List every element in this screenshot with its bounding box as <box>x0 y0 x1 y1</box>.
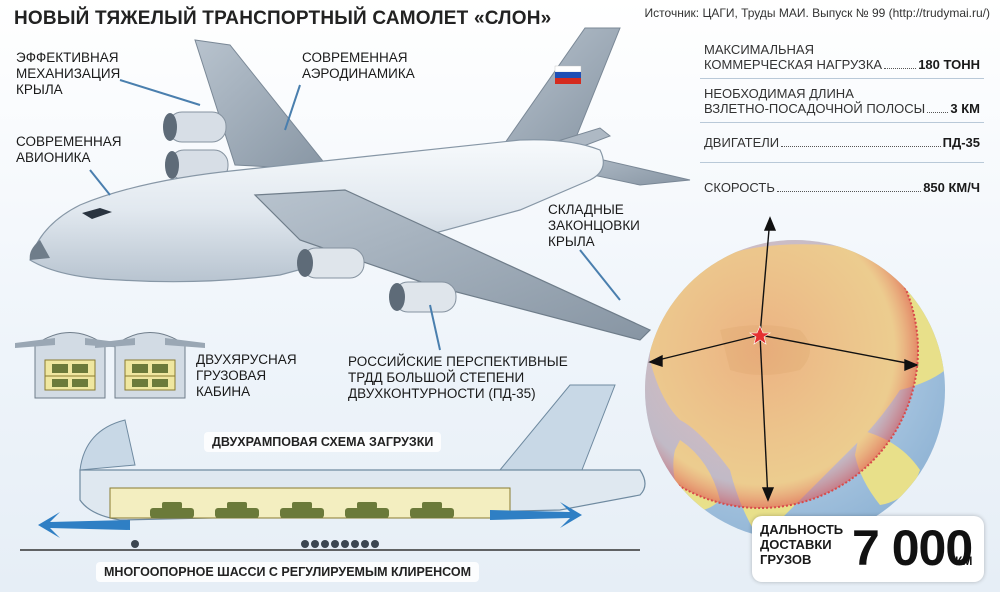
landing-gear <box>131 540 379 548</box>
near-wing <box>253 189 652 341</box>
tanks <box>150 502 454 518</box>
callout-double-ramp: ДВУХРАМПОВАЯ СХЕМА ЗАГРУЗКИ <box>204 432 442 452</box>
range-arrows <box>648 216 919 502</box>
front-ramp-arrow-icon <box>38 512 130 538</box>
callout-avionics: СОВРЕМЕННАЯ АВИОНИКА <box>16 134 122 165</box>
range-unit: КМ <box>955 554 973 568</box>
range-box <box>752 516 984 582</box>
spec-divider <box>700 162 984 163</box>
source-note: Источник: ЦАГИ, Труды МАИ. Выпуск № 99 (… <box>644 6 990 20</box>
callout-double-deck: ДВУХЯРУСНАЯ ГРУЗОВАЯ КАБИНА <box>196 352 297 399</box>
spec-payload-value: 180 ТОНН <box>918 57 980 72</box>
callout-engines: РОССИЙСКИЕ ПЕРСПЕКТИВНЫЕ ТРДД БОЛЬШОЙ СТ… <box>348 354 568 401</box>
cross-section-2 <box>95 332 205 399</box>
spec-divider <box>700 78 984 79</box>
cross-section-icons <box>15 332 205 399</box>
range-label: ДАЛЬНОСТЬ ДОСТАВКИ ГРУЗОВ <box>760 522 844 567</box>
cockpit-window <box>82 208 112 219</box>
callout-chassis: МНОГООПОРНОЕ ШАССИ С РЕГУЛИРУЕМЫМ КЛИРЕН… <box>96 562 479 582</box>
range-value: 7 000 <box>852 520 973 576</box>
callout-folding-tips: СКЛАДНЫЕ ЗАКОНЦОВКИ КРЫЛА <box>548 202 640 249</box>
spec-runway-value: 3 КМ <box>950 101 980 116</box>
side-nose <box>79 419 136 471</box>
page-title: НОВЫЙ ТЯЖЕЛЫЙ ТРАНСПОРТНЫЙ САМОЛЕТ «СЛОН… <box>14 8 552 29</box>
callout-aerodynamics: СОВРЕМЕННАЯ АЭРОДИНАМИКА <box>302 50 415 81</box>
origin-star-icon <box>749 325 771 345</box>
callout-lines <box>89 79 621 351</box>
side-view-aircraft <box>20 384 646 551</box>
callout-wing-mechanization: ЭФФЕКТИВНАЯ МЕХАНИЗАЦИЯ КРЫЛА <box>16 50 121 97</box>
spec-divider <box>700 122 984 123</box>
russian-flag-icon <box>554 65 582 84</box>
rear-ramp-arrow-icon <box>490 502 582 528</box>
near-engines <box>297 247 457 313</box>
spec-engines-value: ПД-35 <box>942 135 980 150</box>
spec-runway: НЕОБХОДИМАЯ ДЛИНА ВЗЛЕТНО-ПОСАДОЧНОЙ ПОЛ… <box>704 86 980 116</box>
spec-speed-value: 850 КМ/Ч <box>923 180 980 195</box>
main-aircraft <box>29 27 691 341</box>
globe <box>645 216 945 540</box>
far-engines <box>163 111 229 181</box>
range-zone <box>645 240 918 508</box>
